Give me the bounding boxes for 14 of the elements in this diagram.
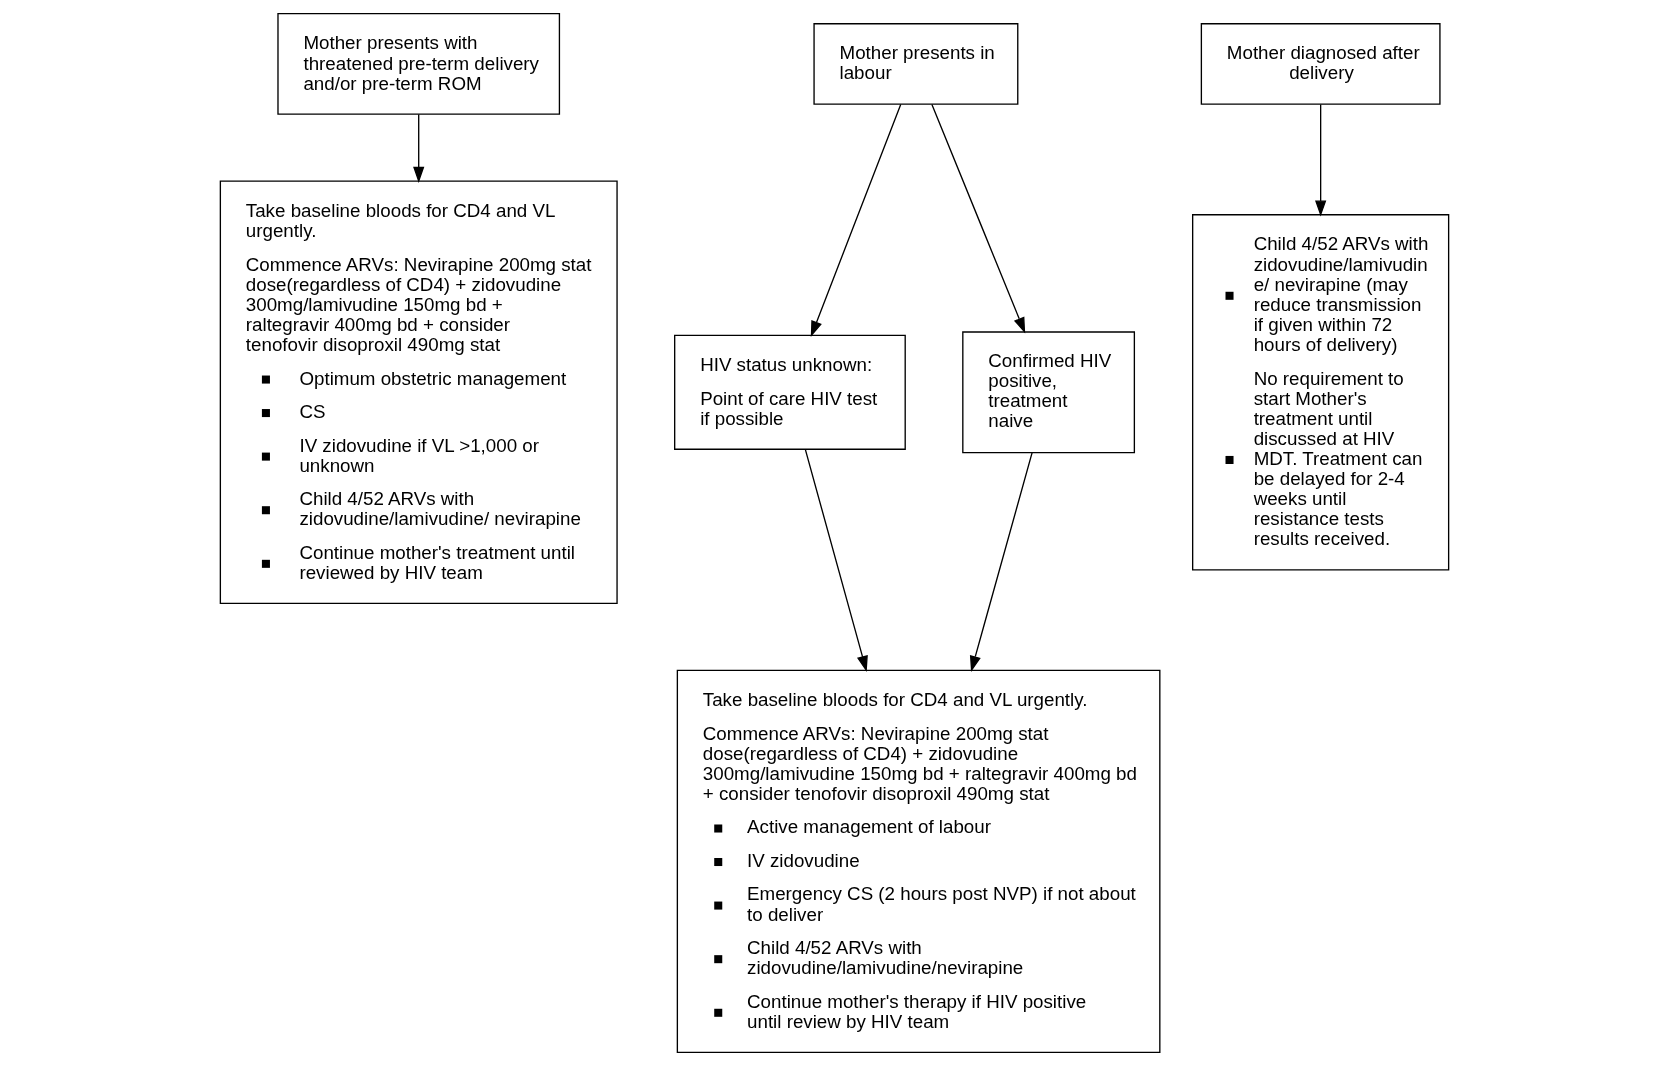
node-box: Mother diagnosed after delivery [1200,23,1441,105]
node-box: Mother presents with threatened pre-term delivery and/or pre-term ROM [276,13,560,115]
node-box: HIV status unknown: Point of care HIV test if possible [673,334,906,450]
arrow [1314,103,1326,217]
arrow [930,103,1025,334]
arrow [969,452,1033,672]
arrow [412,113,424,183]
node-box: Take baseline bloods for CD4 and VL urgently. Commence ARVs: Nevirapine 200mg stat dose(regardless of CD4) + zidovudine 300mg/lamivudine 150mg bd + raltegravir 400mg bd + consider tenofovir disoproxil 490mg stat Optimum obstetric management CS IV zidovudine if VL >1,000 or unknown Child 4/52 ARVs with zidovudine/lamivudine/ nevirapine Continue mother's treatment until reviewed by HIV team [219,180,618,605]
node-box: Mother presents in labour [812,23,1018,105]
node-box: Confirmed HIV positive, treatment naive [961,331,1135,454]
node-box: Take baseline bloods for CD4 and VL urgently. Commence ARVs: Nevirapine 200mg stat dose(regardless of CD4) + zidovudine 300mg/lamivudine 150mg bd + raltegravir 400mg bd + consider tenofovir disoproxil 490mg stat Active management of labour IV zidovudine Emergency CS (2 hours post NVP) if not about to deliver Child 4/52 ARVs with zidovudine/lamivudine/nevirapine Continue mother's therapy if HIV positive until review by HIV team [676,669,1160,1053]
node-box: Child 4/52 ARVs with zidovudine/lamivudine/ nevirapine (may reduce transmission if given within 72 hours of delivery) No requirement to start Mother's treatment until discussed at HIV MDT. Treatment can be delayed for 2-4 weeks until resistance tests results received. [1191,214,1449,571]
arrow [810,103,901,338]
arrow [804,448,868,672]
